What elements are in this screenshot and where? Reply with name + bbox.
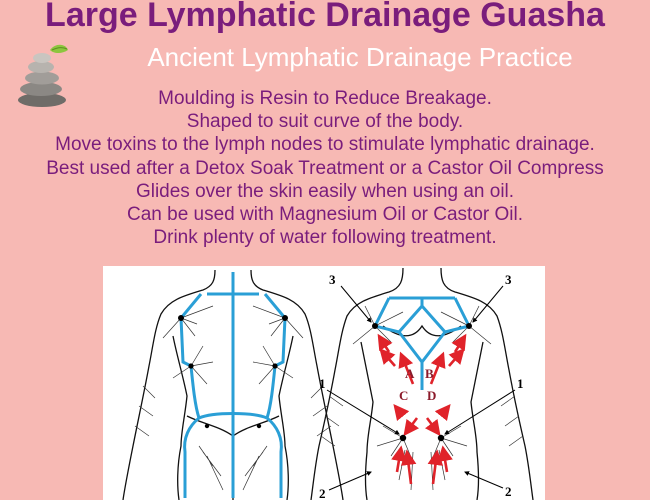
- back-lymph-lines: [134, 305, 332, 491]
- feature-line: Shaped to suit curve of the body.: [186, 111, 464, 133]
- feature-line: Moulding is Resin to Reduce Breakage.: [158, 88, 492, 109]
- label-a: A: [405, 366, 415, 381]
- pointer-lines: [326, 285, 516, 491]
- label-1-right: 1: [517, 376, 524, 391]
- feature-list: Moulding is Resin to Reduce Breakage. Sh…: [0, 87, 650, 249]
- subtitle: Ancient Lymphatic Drainage Practice: [147, 42, 573, 72]
- feature-line: Glides over the skin easily when using a…: [135, 180, 515, 202]
- back-lymph-nodes: [178, 315, 288, 429]
- front-lymph-vessels: [373, 296, 471, 390]
- page-title: Large Lymphatic Drainage Guasha: [45, 0, 605, 34]
- label-2-left: 2: [319, 486, 326, 500]
- label-d: D: [427, 388, 436, 403]
- label-3-right: 3: [505, 272, 512, 287]
- label-1-left: 1: [319, 376, 326, 391]
- back-lymph-vessels: [179, 272, 287, 498]
- front-view-figure: [310, 267, 534, 500]
- label-b: B: [425, 366, 434, 381]
- feature-line: Can be used with Magnesium Oil or Castor…: [127, 204, 523, 226]
- feature-line: Drink plenty of water following treatmen…: [153, 227, 497, 249]
- feature-line: Move toxins to the lymph nodes to stimul…: [55, 134, 595, 156]
- label-c: C: [399, 388, 408, 403]
- stacked-stones-icon: [12, 40, 72, 108]
- label-3-left: 3: [329, 272, 336, 287]
- feature-line: Best used after a Detox Soak Treatment o…: [46, 157, 604, 179]
- lymphatic-diagram: 3 3 1 1 2 2 A B C D: [103, 266, 545, 500]
- front-lymph-nodes: [372, 323, 472, 442]
- front-lymph-lines: [320, 305, 524, 491]
- front-arrows: [377, 333, 467, 485]
- label-2-right: 2: [505, 484, 512, 499]
